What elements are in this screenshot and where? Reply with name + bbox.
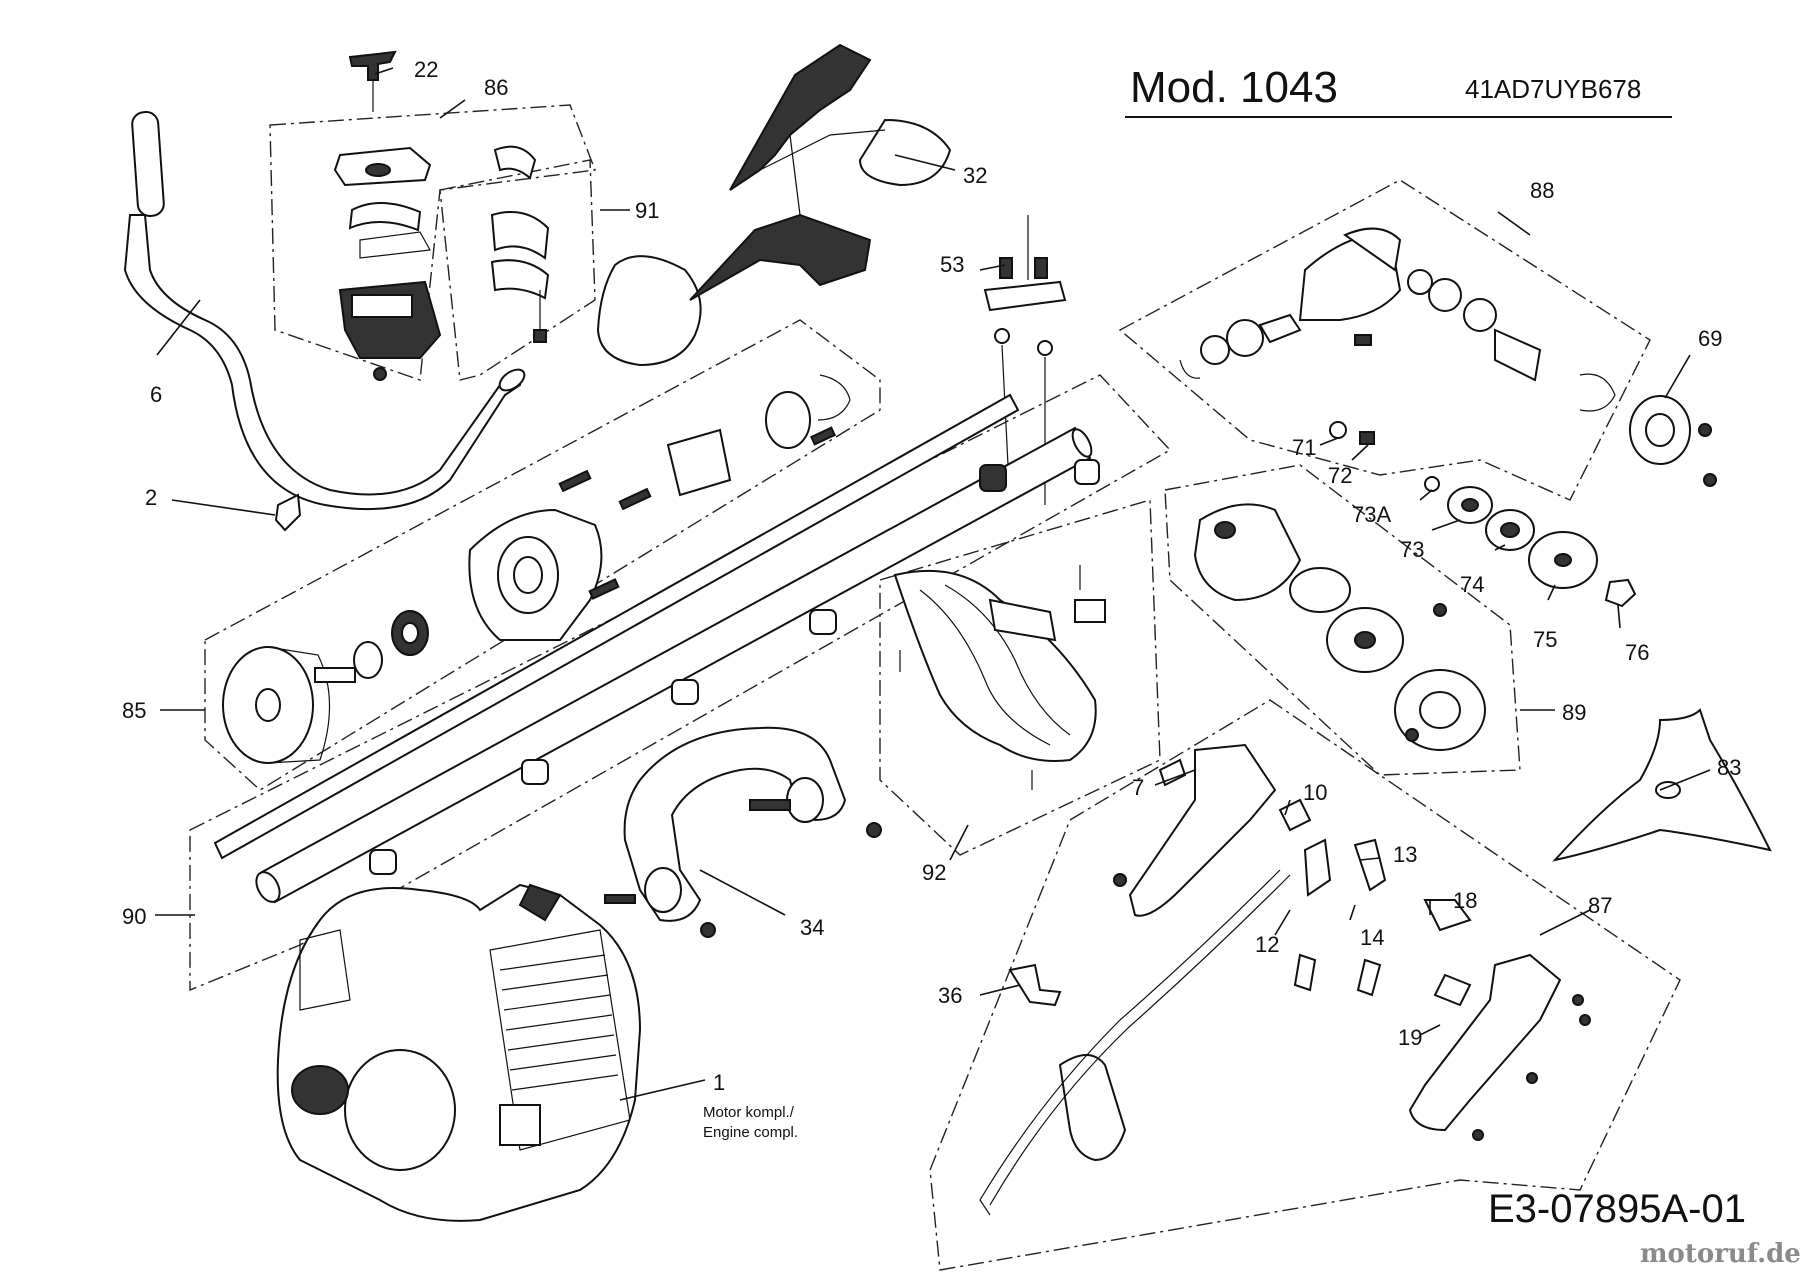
engine-1-drawing: [276, 883, 642, 1222]
callout-14: 14: [1360, 925, 1384, 950]
clamp-91-drawing: [490, 145, 550, 343]
callout-18: 18: [1453, 888, 1477, 913]
gear-head-88-drawing: [1179, 227, 1717, 487]
callout-36: 36: [938, 983, 962, 1008]
clamp-86-drawing: [333, 146, 442, 381]
group-box-85: [204, 319, 881, 791]
callout-83: 83: [1717, 755, 1741, 780]
callout-76: 76: [1625, 640, 1649, 665]
callout-10: 10: [1303, 780, 1327, 805]
callout-19: 19: [1398, 1025, 1422, 1050]
watermark: motoruf.de: [1640, 1239, 1800, 1269]
callout-87: 87: [1588, 893, 1612, 918]
trimmer-head-89-drawing: [1193, 503, 1486, 751]
callout-90: 90: [122, 904, 146, 929]
harness-32-drawing: [596, 43, 952, 367]
clip-2-drawing: [274, 493, 302, 532]
callout-69: 69: [1698, 326, 1722, 351]
shaft-tube-90-drawing: [213, 393, 1100, 904]
blade-83-drawing: [1552, 708, 1772, 862]
callout-53: 53: [940, 252, 964, 277]
callout-6: 6: [150, 382, 162, 407]
callout-1: 1: [713, 1070, 725, 1095]
group-box-89: [1164, 464, 1521, 776]
callout-32: 32: [963, 163, 987, 188]
callout-12: 12: [1255, 932, 1279, 957]
callout-73: 73: [1400, 537, 1424, 562]
knob-22-drawing: [348, 50, 397, 112]
part-71-72-drawing: [1329, 421, 1375, 445]
callout-72: 72: [1328, 463, 1352, 488]
model-code: 41AD7UYB678: [1465, 74, 1641, 104]
callout-85: 85: [122, 698, 146, 723]
part-36-drawing: [1008, 963, 1062, 1007]
group-box-88: [1118, 179, 1651, 501]
callout-13: 13: [1393, 842, 1417, 867]
group-box-87: [929, 699, 1681, 1271]
callout-22: 22: [414, 57, 438, 82]
control-handle-87-drawing: [979, 743, 1591, 1216]
motor-caption-line1: Motor kompl./: [703, 1104, 795, 1121]
callout-88: 88: [1530, 178, 1554, 203]
loop-handle-34-drawing: [604, 726, 882, 938]
handle-bar-6-drawing: [123, 111, 526, 511]
clutch-85-drawing: [222, 374, 851, 764]
leader-lines: [155, 67, 1711, 1101]
callout-86: 86: [484, 75, 508, 100]
callout-92: 92: [922, 860, 946, 885]
callout-7: 7: [1132, 775, 1144, 800]
drawing-number: E3-07895A-01: [1488, 1187, 1746, 1231]
blade-hardware-drawing: [1424, 476, 1637, 608]
callout-71: 71: [1292, 435, 1316, 460]
callout-34: 34: [800, 915, 824, 940]
callout-74: 74: [1460, 572, 1484, 597]
callout-75: 75: [1533, 627, 1557, 652]
bracket-53-drawing: [983, 215, 1067, 505]
callout-89: 89: [1562, 700, 1586, 725]
callout-73A: 73A: [1352, 502, 1391, 527]
model-title: Mod. 1043: [1130, 63, 1338, 112]
group-box-92: [879, 499, 1161, 856]
group-box-90: [189, 374, 1172, 992]
motor-caption-line2: Engine compl.: [703, 1124, 798, 1141]
callout-91: 91: [635, 198, 659, 223]
callout-2: 2: [145, 485, 157, 510]
guard-92-drawing: [893, 565, 1106, 790]
